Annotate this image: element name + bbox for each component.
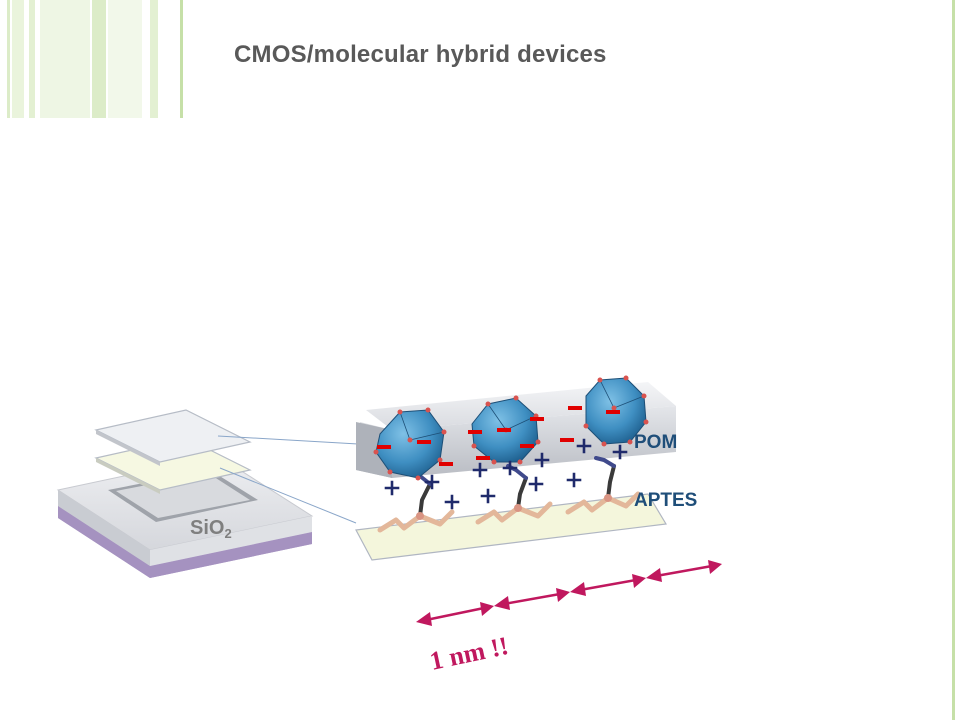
decor-right-bar (952, 0, 955, 720)
pos-charge (444, 494, 460, 510)
neg-charge (568, 406, 582, 410)
pos-charge (576, 438, 592, 454)
pos-charge (534, 452, 550, 468)
pos-charge (502, 460, 518, 476)
negative-charges (377, 406, 620, 466)
neg-charge (439, 462, 453, 466)
sio2-block-front (58, 490, 150, 566)
sio2-label: SiO2 (190, 517, 232, 541)
pos-charge (424, 474, 440, 490)
neg-charge (560, 438, 574, 442)
neg-charge (417, 440, 431, 444)
pos-charge (612, 444, 628, 460)
neg-charge (520, 444, 534, 448)
pom-label: POM (634, 432, 677, 453)
sio2-label-subscript: 2 (224, 526, 231, 541)
connector-top (217, 435, 359, 445)
scale-arrow (570, 574, 646, 596)
decor-bar-2 (12, 0, 24, 118)
molecular-view: POM APTES (355, 375, 697, 561)
aptes-molecules (377, 456, 641, 533)
aptes-label: APTES (634, 490, 697, 511)
decor-bar-5 (92, 0, 106, 118)
pom-cluster-1 (373, 407, 447, 481)
neg-charge (476, 456, 490, 460)
pos-charge (472, 462, 488, 478)
device-stack: SiO2 (56, 409, 359, 578)
decor-bar-6 (108, 0, 142, 118)
decor-bar-1 (7, 0, 10, 118)
pos-charge (384, 480, 400, 496)
neg-charge (497, 428, 511, 432)
decor-bar-7 (150, 0, 158, 118)
positive-charges (384, 438, 628, 510)
pos-charge (566, 472, 582, 488)
scale-arrows (416, 560, 722, 626)
scale-arrow (494, 588, 570, 610)
decor-bar-4 (40, 0, 90, 118)
decor-bar-3 (29, 0, 35, 118)
scale-label: 1 nm !! (427, 631, 511, 676)
neg-charge (530, 417, 544, 421)
connector-mid (219, 467, 357, 524)
scale-arrow (646, 560, 722, 582)
scale-arrow (416, 602, 494, 626)
slide-title: CMOS/molecular hybrid devices (234, 41, 607, 68)
pos-charge (528, 476, 544, 492)
decor-bar-8 (180, 0, 183, 118)
aptes-molecule-3 (565, 456, 641, 515)
neg-charge (377, 445, 391, 449)
pos-charge (480, 488, 496, 504)
sio2-label-main: SiO (190, 517, 224, 539)
neg-charge (606, 410, 620, 414)
neg-charge (468, 430, 482, 434)
